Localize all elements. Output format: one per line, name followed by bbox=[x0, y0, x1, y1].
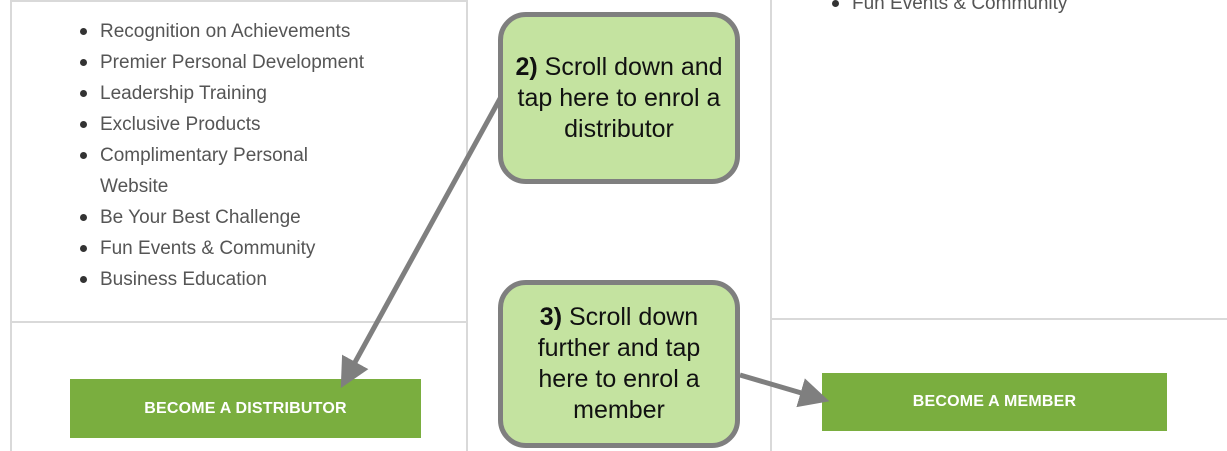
callout-step-2: 2) Scroll down and tap here to enrol a d… bbox=[498, 12, 740, 184]
list-item: Be Your Best Challenge bbox=[12, 202, 430, 233]
bullet-icon bbox=[80, 90, 87, 97]
bullet-icon bbox=[80, 276, 87, 283]
become-member-button[interactable]: BECOME A MEMBER bbox=[822, 373, 1167, 431]
become-distributor-button[interactable]: BECOME A DISTRIBUTOR bbox=[70, 379, 421, 438]
arrow-to-distributor-button bbox=[340, 93, 505, 389]
callout-step-number: 3) bbox=[539, 303, 563, 331]
bullet-icon bbox=[832, 0, 839, 7]
list-item: Exclusive Products bbox=[12, 109, 430, 140]
bullet-icon bbox=[80, 59, 87, 66]
bullet-icon bbox=[80, 28, 87, 35]
member-benefits-list: Fun Events & Community bbox=[772, 0, 1190, 19]
bullet-icon bbox=[80, 214, 87, 221]
callout-step-3: 3) Scroll down further and tap here to e… bbox=[498, 280, 740, 448]
bullet-icon bbox=[80, 245, 87, 252]
callout-step-text: Scroll down further and tap here to enro… bbox=[537, 303, 701, 424]
list-item: Business Education bbox=[12, 264, 430, 295]
callout-step-text: Scroll down and tap here to enrol a dist… bbox=[517, 52, 723, 143]
callout-step-number: 2) bbox=[515, 52, 538, 81]
distributor-panel: Recognition on Achievements Premier Pers… bbox=[10, 0, 468, 451]
member-benefits-card: Fun Events & Community bbox=[772, 0, 1227, 320]
arrow-to-member-button bbox=[739, 372, 830, 408]
distributor-benefits-card: Recognition on Achievements Premier Pers… bbox=[12, 0, 466, 323]
list-item: Premier Personal Development bbox=[12, 47, 430, 78]
list-item: Recognition on Achievements bbox=[12, 16, 430, 47]
bullet-icon bbox=[80, 121, 87, 128]
list-item: Leadership Training bbox=[12, 78, 430, 109]
bullet-icon bbox=[80, 152, 87, 159]
list-item: Fun Events & Community bbox=[772, 0, 1190, 19]
list-item: Complimentary Personal Website bbox=[12, 140, 360, 202]
distributor-benefits-list: Recognition on Achievements Premier Pers… bbox=[12, 16, 430, 295]
list-item: Fun Events & Community bbox=[12, 233, 430, 264]
